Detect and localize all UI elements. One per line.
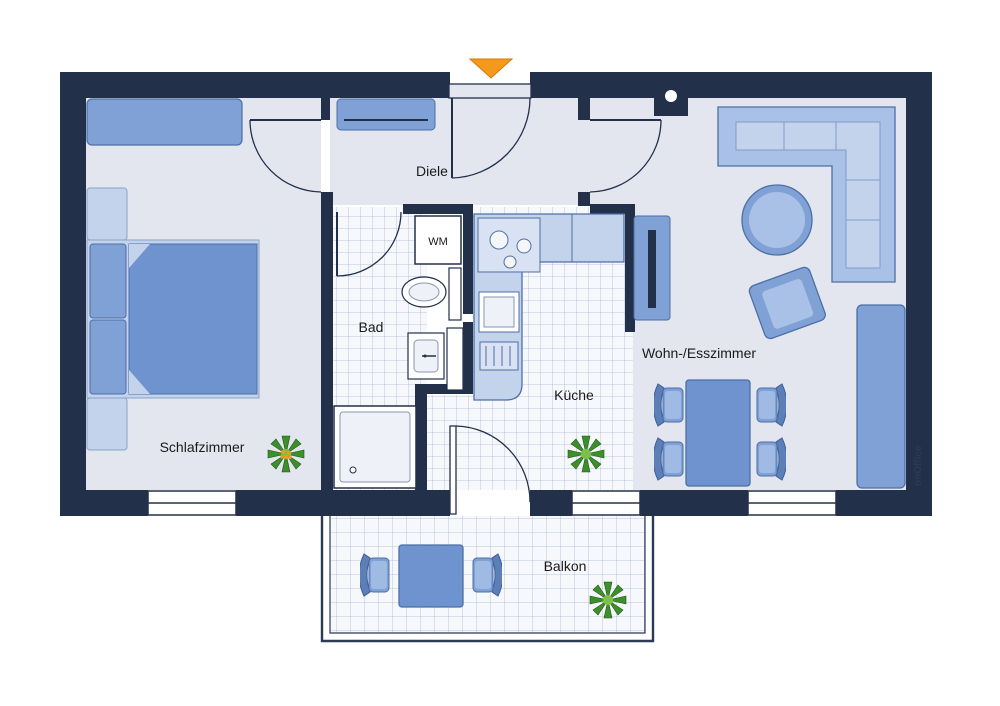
bedroom-furniture: [86, 98, 260, 451]
dishwasher-icon: [479, 341, 519, 371]
doors: [249, 83, 662, 515]
stove-icon: [477, 217, 541, 273]
toilet-tank: [448, 267, 462, 321]
double-bed: [86, 239, 260, 399]
dining-chair: [654, 437, 684, 481]
living-room-door: [589, 119, 662, 193]
corner-sofa: [717, 106, 896, 283]
bath-door: [336, 211, 402, 277]
room-label-balkon: Balkon: [544, 558, 587, 574]
dining-chair: [756, 437, 786, 481]
dining-set: [654, 379, 786, 487]
nightstand-bottom: [86, 397, 128, 451]
shower-tray: [333, 405, 417, 489]
room-label-wohnen: Wohn-/Esszimmer: [642, 345, 756, 361]
balcony-table: [398, 544, 464, 608]
entrance-arrow-icon: [468, 58, 514, 79]
bathroom-fixtures: WM: [333, 215, 464, 489]
room-label-diele: Diele: [416, 163, 448, 179]
entrance-door: [448, 83, 532, 179]
wardrobe: [86, 98, 243, 146]
window-kueche: [571, 490, 641, 516]
washing-machine-label: WM: [428, 236, 448, 248]
dining-chair: [654, 383, 684, 427]
potted-plant-icon: [589, 581, 627, 619]
tv-cabinet: [633, 215, 671, 321]
toilet-bowl: [408, 282, 440, 302]
window-schlafzimmer: [147, 490, 237, 516]
balcony-railing: [320, 516, 655, 643]
dining-chair: [756, 383, 786, 427]
dining-table: [685, 379, 751, 487]
bedroom-door: [249, 119, 322, 193]
balcony-chair: [472, 553, 502, 597]
armchair: [748, 266, 826, 340]
balcony-chair: [360, 553, 390, 597]
kitchen-sink-icon: [478, 291, 520, 333]
onoffice-logo: onOffice: [913, 445, 924, 486]
balcony-furniture: [360, 544, 502, 608]
living-room-furniture: [633, 84, 906, 489]
room-label-schlafzimmer: Schlafzimmer: [160, 439, 245, 455]
logo-text: onOffice: [913, 445, 924, 486]
walls: [60, 72, 932, 516]
kitchen-counter: [473, 213, 625, 401]
sink-icon: [407, 332, 445, 380]
shoe-cabinet: [336, 98, 436, 131]
sideboard: [856, 304, 906, 489]
balcony-door: [449, 425, 531, 515]
round-coffee-table: [741, 184, 813, 256]
nightstand-top: [86, 187, 128, 241]
bath-shelf: [446, 327, 464, 391]
window-wohnen: [747, 490, 837, 516]
potted-plant-icon: [268, 436, 304, 472]
room-label-kueche: Küche: [554, 387, 594, 403]
room-label-bad: Bad: [359, 319, 384, 335]
chimney: [654, 84, 688, 116]
windows: [147, 490, 837, 516]
potted-plant-icon: [567, 435, 605, 473]
washing-machine: WM: [414, 215, 462, 265]
